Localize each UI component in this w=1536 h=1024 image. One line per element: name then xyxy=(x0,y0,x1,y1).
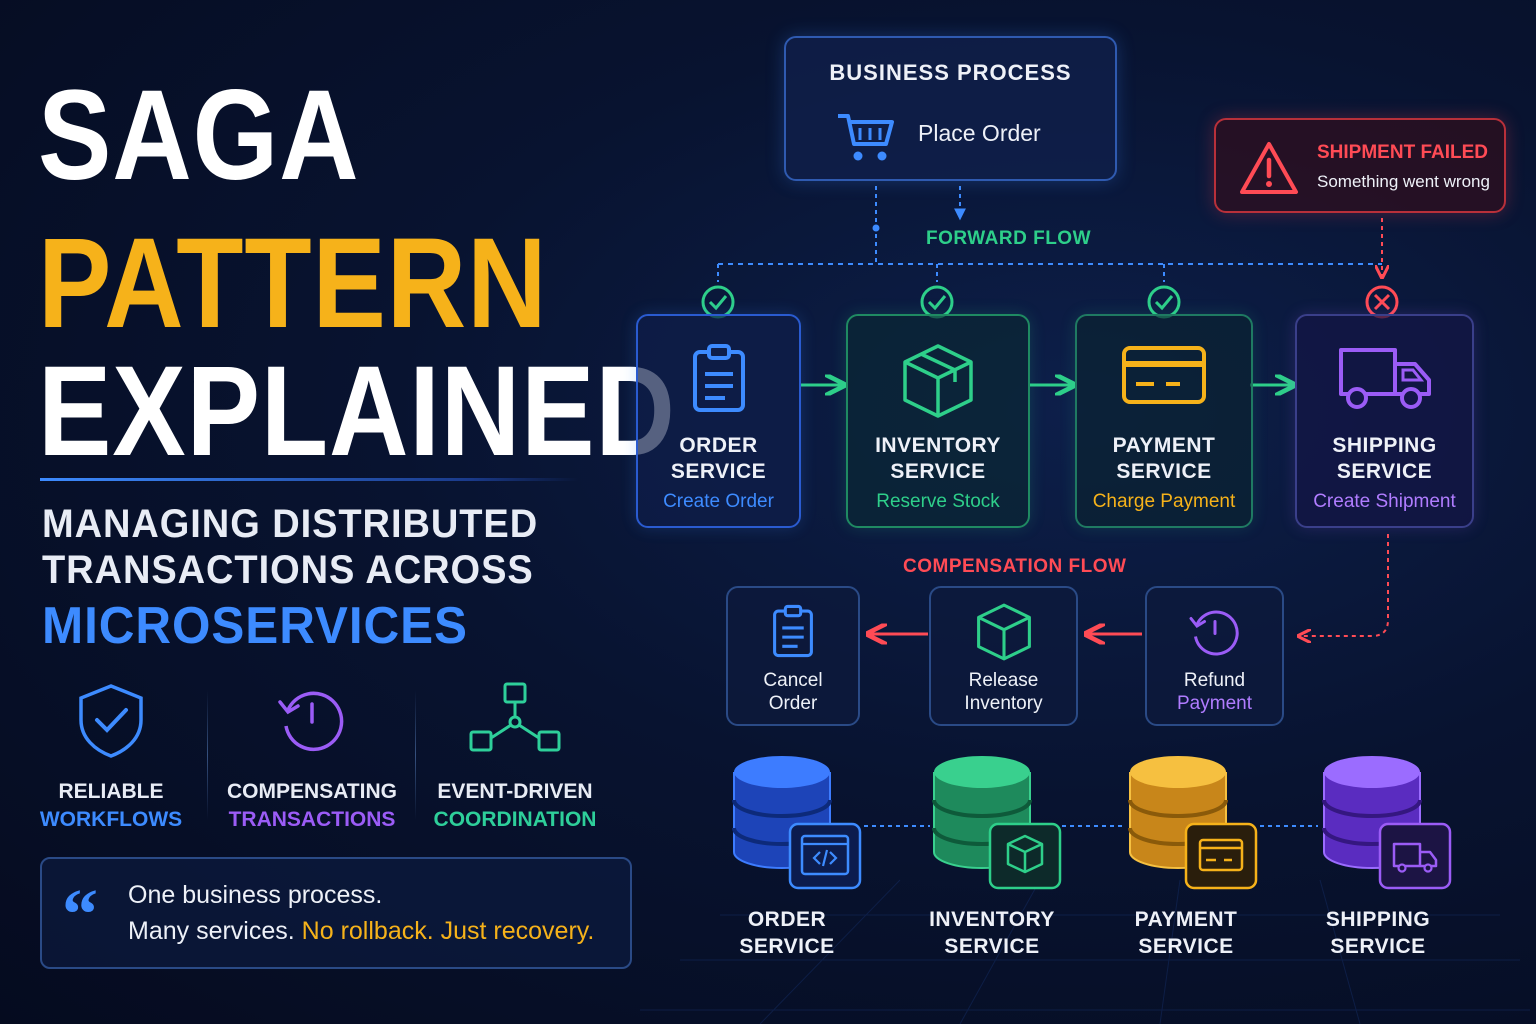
undo-clock-icon xyxy=(278,691,344,752)
forward-flow-label: FORWARD FLOW xyxy=(926,228,1092,249)
database-shipping xyxy=(1322,756,1452,890)
business-process-box: BUSINESS PROCESS Place Order xyxy=(784,36,1117,181)
feature-label-2: WORKFLOWS xyxy=(39,808,183,831)
truck-icon xyxy=(1338,348,1431,409)
title-pattern: PATTERN xyxy=(38,212,548,355)
clipboard-icon xyxy=(773,604,813,658)
compensation-line-1: Release xyxy=(968,670,1039,691)
feature-divider xyxy=(415,690,416,820)
database-label: SHIPPING xyxy=(1325,908,1431,931)
service-action: Reserve Stock xyxy=(876,491,1000,512)
release-inventory-card: Release Inventory xyxy=(929,586,1078,726)
warning-triangle-icon xyxy=(1240,142,1298,194)
shopping-cart-icon xyxy=(838,114,894,161)
box-icon xyxy=(1006,834,1044,874)
quote-line-2-plain: Many services. xyxy=(128,917,295,945)
compensation-line-1: Cancel xyxy=(763,670,823,691)
compensation-line-2: Order xyxy=(768,693,818,714)
title-explained: EXPLAINED xyxy=(38,340,676,483)
undo-clock-icon xyxy=(1189,610,1239,656)
compensation-line-2: Inventory xyxy=(964,693,1043,714)
feature-reliable-workflows: RELIABLE WORKFLOWS xyxy=(16,680,206,832)
database-label-suffix: SERVICE xyxy=(1330,935,1426,958)
shield-check-icon xyxy=(79,684,143,758)
service-action: Create Shipment xyxy=(1313,491,1456,512)
quote-box: “ One business process. Many services. N… xyxy=(40,857,632,969)
database-label-suffix: SERVICE xyxy=(739,935,835,958)
database-inventory xyxy=(932,756,1062,890)
quote-line-2: Many services. No rollback. Just recover… xyxy=(128,917,594,946)
service-name: ORDER xyxy=(679,434,758,457)
clipboard-icon xyxy=(692,344,745,412)
credit-card-icon xyxy=(1122,346,1206,404)
quote-line-1: One business process. xyxy=(128,881,383,909)
cancel-order-card: Cancel Order xyxy=(726,586,860,726)
title-divider xyxy=(40,478,578,481)
business-process-heading: BUSINESS PROCESS xyxy=(829,60,1072,85)
service-name-suffix: SERVICE xyxy=(670,460,767,483)
service-name-suffix: SERVICE xyxy=(1336,460,1433,483)
failure-heading: SHIPMENT FAILED xyxy=(1317,142,1489,163)
subtitle-line-1: MANAGING DISTRIBUTED xyxy=(42,502,539,546)
service-name: PAYMENT xyxy=(1112,434,1216,457)
payment-service-card: PAYMENT SERVICE Charge Payment xyxy=(1075,314,1253,528)
service-name: INVENTORY xyxy=(875,434,1001,457)
database-order xyxy=(732,756,862,890)
database-label: ORDER xyxy=(747,908,827,931)
shipment-failed-alert: SHIPMENT FAILED Something went wrong xyxy=(1214,118,1506,213)
subtitle-line-3: MICROSERVICES xyxy=(42,597,468,655)
box-icon xyxy=(976,603,1031,661)
feature-label-1: RELIABLE xyxy=(58,780,164,803)
service-action: Create Order xyxy=(663,491,774,512)
database-label: INVENTORY xyxy=(929,908,1055,931)
shipping-service-card: SHIPPING SERVICE Create Shipment xyxy=(1295,314,1474,528)
box-icon xyxy=(903,344,973,418)
feature-label-2: COORDINATION xyxy=(433,808,597,831)
compensation-line-1: Refund xyxy=(1183,670,1246,691)
service-name-suffix: SERVICE xyxy=(1116,460,1212,483)
failure-message: Something went wrong xyxy=(1317,172,1490,191)
truck-icon xyxy=(1392,842,1438,873)
database-label-suffix: SERVICE xyxy=(1138,935,1234,958)
feature-label-1: EVENT-DRIVEN xyxy=(437,780,593,803)
feature-event-driven-coordination: EVENT-DRIVEN COORDINATION xyxy=(420,680,610,832)
title-saga: SAGA xyxy=(38,64,360,207)
database-payment xyxy=(1128,756,1258,890)
subtitle-line-2: TRANSACTIONS ACROSS xyxy=(42,548,534,592)
feature-label-2: TRANSACTIONS xyxy=(228,808,396,831)
credit-card-icon xyxy=(1198,838,1244,872)
code-window-icon xyxy=(800,834,850,876)
compensation-flow-label: COMPENSATION FLOW xyxy=(903,556,1127,577)
service-name-suffix: SERVICE xyxy=(890,460,986,483)
business-process-action: Place Order xyxy=(918,120,1041,146)
order-service-card: ORDER SERVICE Create Order xyxy=(636,314,801,528)
feature-compensating-transactions: COMPENSATING TRANSACTIONS xyxy=(217,680,407,832)
network-nodes-icon xyxy=(469,682,561,752)
feature-divider xyxy=(207,690,208,820)
quote-mark: “ xyxy=(62,874,98,954)
inventory-service-card: INVENTORY SERVICE Reserve Stock xyxy=(846,314,1030,528)
database-label-suffix: SERVICE xyxy=(944,935,1040,958)
quote-highlight: No rollback. Just recovery. xyxy=(301,917,595,945)
refund-payment-card: Refund Payment xyxy=(1145,586,1284,726)
compensation-line-2: Payment xyxy=(1177,693,1252,714)
service-name: SHIPPING xyxy=(1332,434,1437,457)
database-label: PAYMENT xyxy=(1134,908,1238,931)
feature-label-1: COMPENSATING xyxy=(227,780,397,803)
service-action: Charge Payment xyxy=(1092,491,1236,512)
